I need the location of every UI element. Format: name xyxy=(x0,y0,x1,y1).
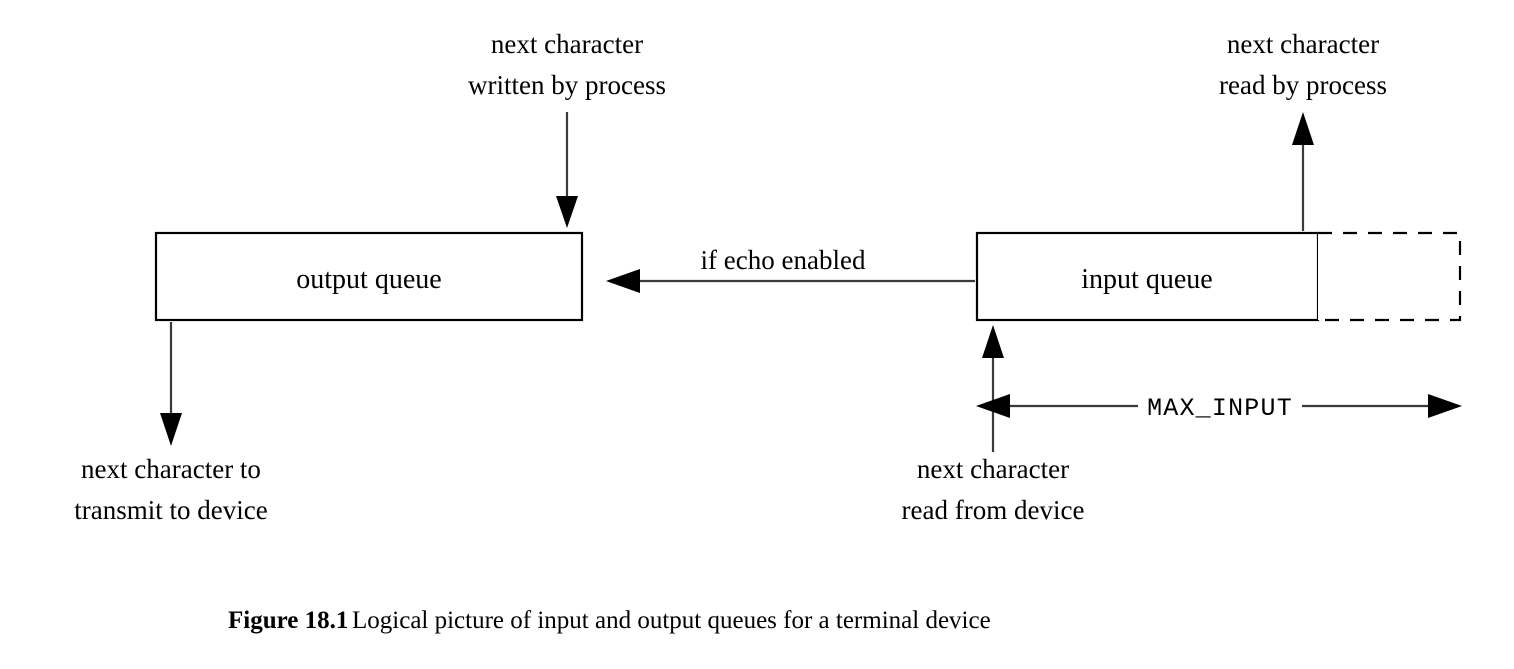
max-input-label: MAX_INPUT xyxy=(1147,394,1293,423)
output-queue-label: output queue xyxy=(296,264,441,295)
echo-arrow-head-left xyxy=(606,269,640,293)
input-queue-label: input queue xyxy=(1081,264,1212,295)
output-queue-box xyxy=(154,231,584,322)
figure-caption-text: Logical picture of input and output queu… xyxy=(352,607,991,634)
read-from-device-line2: read from device xyxy=(902,495,1085,525)
written-by-process-arrow-head-down xyxy=(556,196,578,228)
input-queue-box xyxy=(975,231,1320,322)
input-queue-extension-box xyxy=(1318,231,1462,322)
written-by-process-line1: next character xyxy=(491,29,643,59)
transmit-to-device-line2: transmit to device xyxy=(74,495,267,525)
echo-enabled-label: if echo enabled xyxy=(701,245,866,275)
figure-caption-number: Figure 18.1 xyxy=(228,607,348,634)
transmit-to-device-arrow-head-down xyxy=(160,413,182,446)
written-by-process-line2: written by process xyxy=(468,70,666,100)
read-from-device-line1: next character xyxy=(917,454,1069,484)
read-by-process-line2: read by process xyxy=(1219,70,1387,100)
max-input-arrow-head-left xyxy=(976,394,1010,418)
read-by-process-line1: next character xyxy=(1227,29,1379,59)
read-from-device-arrow-head-up xyxy=(982,325,1004,358)
max-input-arrow-head-right xyxy=(1428,394,1462,418)
read-by-process-arrow-head-up xyxy=(1292,112,1314,145)
transmit-to-device-line1: next character to xyxy=(81,454,261,484)
